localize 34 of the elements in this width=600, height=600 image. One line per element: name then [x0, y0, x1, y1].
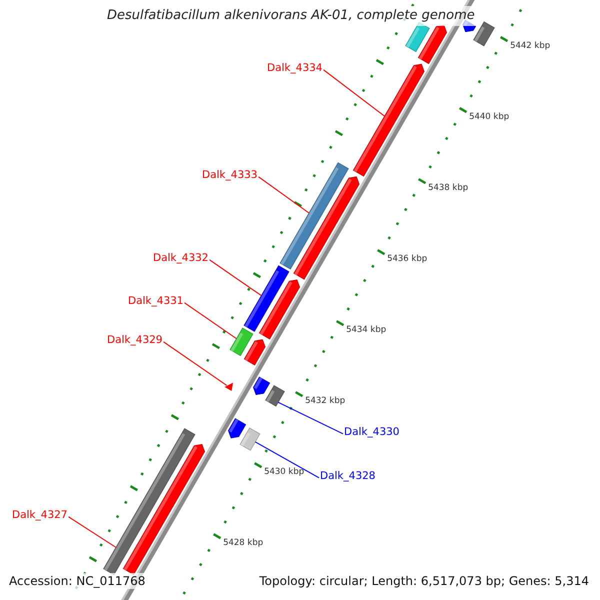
scale-label: 5434 kbp: [346, 325, 386, 336]
scale-label: 5438 kbp: [428, 183, 468, 194]
gene-feature: [230, 328, 254, 356]
gene-feature: [280, 162, 349, 270]
gene-feature: [352, 64, 424, 177]
gene-label: Dalk_4329: [107, 334, 162, 347]
scale-label: 5440 kbp: [469, 112, 510, 122]
gene-feature: [253, 376, 270, 396]
gene-feature: [103, 428, 196, 576]
scale-label: 5430 kbp: [264, 467, 304, 478]
gene-label: Dalk_4332: [153, 252, 208, 265]
scale-label: 5436 kbp: [387, 254, 428, 264]
scale-label: 5442 kbp: [510, 41, 550, 52]
gene-feature: [240, 428, 260, 451]
leader-line: [184, 302, 237, 340]
leader-line: [254, 441, 320, 478]
leader-line: [258, 176, 310, 214]
leader-line: [209, 259, 262, 296]
gene-label: Dalk_4331: [128, 295, 184, 308]
gene-label: Dalk_4327: [12, 509, 68, 522]
gene-label: Dalk_4334: [267, 62, 322, 75]
gene-feature: [224, 382, 233, 391]
scale-label: 5428 kbp: [223, 538, 264, 548]
leader-line: [163, 341, 228, 386]
gene-label: Dalk_4328: [320, 470, 376, 483]
gene-feature: [228, 418, 246, 438]
scale-label: 5432 kbp: [305, 396, 346, 406]
leader-line: [278, 402, 344, 434]
leader-line: [68, 516, 116, 548]
gene-label: Dalk_4330: [344, 426, 400, 439]
gene-feature: [265, 385, 285, 407]
gene-feature: [244, 265, 290, 332]
leader-line: [323, 69, 386, 117]
gene-label: Dalk_4333: [202, 169, 258, 182]
